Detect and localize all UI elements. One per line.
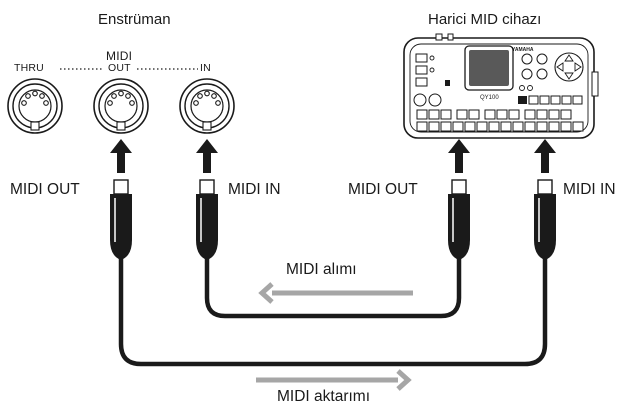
- device-out-plug-icon: [447, 179, 471, 261]
- device-in-arrow-icon: [534, 139, 556, 173]
- transmit-flow-arrow-icon: [256, 369, 412, 391]
- external-device-title: Harici MID cihazı: [428, 11, 542, 28]
- out-socket-icon: [93, 78, 149, 134]
- device-model-label: QY100: [480, 95, 499, 101]
- device-midi-in-cable-label: MIDI IN: [563, 181, 616, 198]
- thru-port-label: THRU: [14, 62, 44, 74]
- receive-flow-arrow-icon: [258, 282, 413, 304]
- midi-group-label: MIDI: [106, 49, 133, 63]
- external-midi-device: YAMAHA QY100: [403, 33, 599, 139]
- in-port-label: IN: [200, 62, 211, 74]
- device-in-plug-icon: [533, 179, 557, 261]
- instrument-in-arrow-icon: [196, 139, 218, 173]
- instrument-midi-in-cable-label: MIDI IN: [228, 181, 281, 198]
- thru-socket-icon: [7, 78, 63, 134]
- instrument-title: Enstrüman: [98, 11, 171, 28]
- device-brand-label: YAMAHA: [512, 47, 534, 53]
- instrument-out-arrow-icon: [110, 139, 132, 173]
- midi-transmit-label: MIDI aktarımı: [277, 388, 371, 405]
- instrument-out-plug-icon: [109, 179, 133, 261]
- device-midi-out-cable-label: MIDI OUT: [348, 181, 418, 198]
- device-dpad: [554, 52, 584, 82]
- midi-receive-label: MIDI alımı: [286, 261, 357, 278]
- instrument-in-plug-icon: [195, 179, 219, 261]
- in-socket-icon: [179, 78, 235, 134]
- transmit-cable: [118, 258, 548, 367]
- out-port-label: OUT: [108, 62, 131, 74]
- receive-cable: [204, 258, 462, 319]
- device-out-arrow-icon: [448, 139, 470, 173]
- instrument-midi-out-cable-label: MIDI OUT: [10, 181, 80, 198]
